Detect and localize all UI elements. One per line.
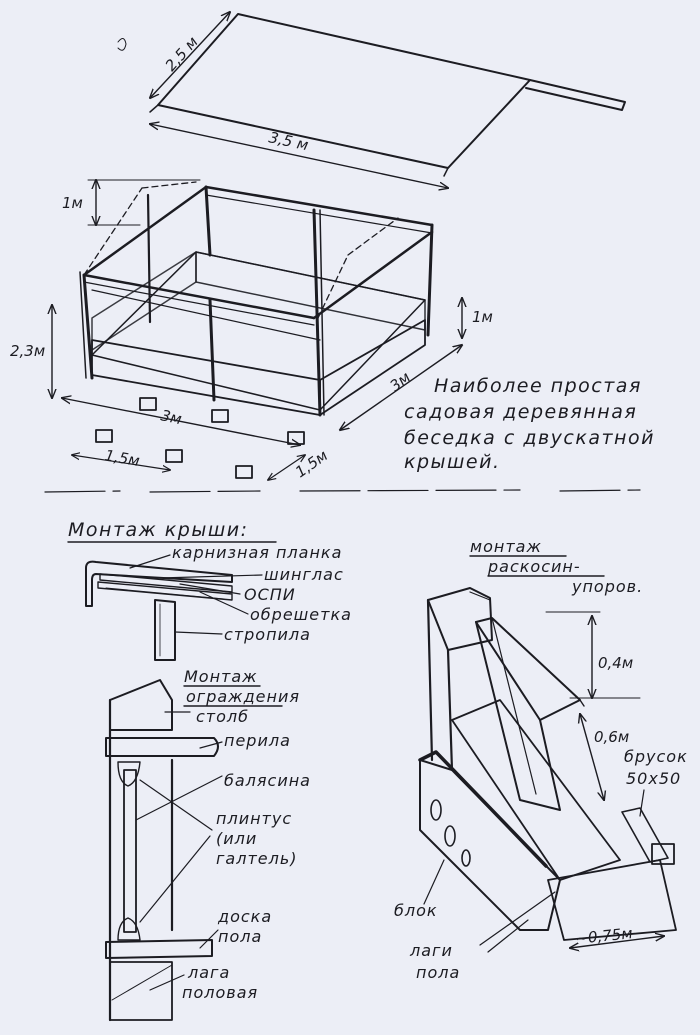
footing-spacing-side-dimension: 1,5м: [292, 446, 331, 481]
label-bar-line-2: 50х50: [626, 769, 681, 788]
roof-width-dimension: 2,5 м: [162, 33, 202, 75]
label-rafters: стропила: [224, 625, 311, 644]
label-osb: ОСПИ: [244, 585, 296, 604]
label-shinglas: шинглас: [264, 565, 344, 584]
railing-assembly-sketch: [105, 679, 283, 1022]
label-plinth-line-1: плинтус: [216, 809, 292, 828]
label-joists-line-2: пола: [416, 963, 460, 982]
label-plinth-line-2: (или: [216, 829, 257, 848]
caption-line-3: беседка с двускатной: [404, 427, 655, 449]
footing-spacing-front-dimension: 1,5м: [103, 446, 141, 470]
label-post: столб: [196, 707, 249, 726]
brace-title-line-1: монтаж: [470, 537, 542, 556]
label-eaves-strip: карнизная планка: [172, 543, 342, 562]
brace-title-line-2: раскосин-: [487, 557, 581, 576]
label-joist-line-1: лага: [187, 963, 230, 982]
label-plinth-line-3: галтель): [216, 849, 298, 868]
brace-lower-dimension: 0,6м: [594, 728, 629, 746]
roof-rise-dimension: 1м: [62, 194, 83, 212]
label-floor-board-line-2: пола: [218, 927, 262, 946]
label-battens: обрешетка: [250, 605, 352, 624]
brace-bottom-dimension: ~0,75м: [575, 924, 634, 948]
brace-title-line-3: упоров.: [571, 577, 643, 596]
caption-line-1: Наиболее простая: [434, 375, 642, 397]
label-handrail: перила: [224, 731, 291, 750]
caption-line-2: садовая деревянная: [404, 401, 637, 423]
side-length-dimension: 3м: [386, 368, 414, 395]
label-bar-line-1: брусок: [624, 747, 688, 766]
brace-assembly-sketch: [418, 555, 677, 953]
label-floor-board-line-1: доска: [217, 907, 272, 926]
roof-assembly-sketch: [67, 541, 277, 661]
gazebo-height-dimension: 2,3м: [10, 342, 45, 360]
caption-line-4: крышей.: [404, 451, 501, 473]
label-joist-line-2: половая: [182, 983, 258, 1002]
gazebo-frame-sketch: [44, 180, 641, 493]
railing-title-line-2: ограждения: [186, 687, 300, 706]
label-joists-line-1: лаги: [409, 941, 453, 960]
roof-panel-sketch: [117, 12, 626, 188]
rail-height-dimension: 1м: [472, 308, 493, 326]
roof-assembly-title: Монтаж крыши:: [68, 519, 248, 541]
front-length-dimension: 3м: [159, 406, 183, 428]
label-block: блок: [394, 901, 438, 920]
label-baluster: балясина: [224, 771, 311, 790]
gazebo-caption: Наиболее простая садовая деревянная бесе…: [404, 375, 655, 473]
railing-title-line-1: Монтаж: [184, 667, 258, 686]
brace-upper-dimension: 0,4м: [598, 654, 633, 672]
